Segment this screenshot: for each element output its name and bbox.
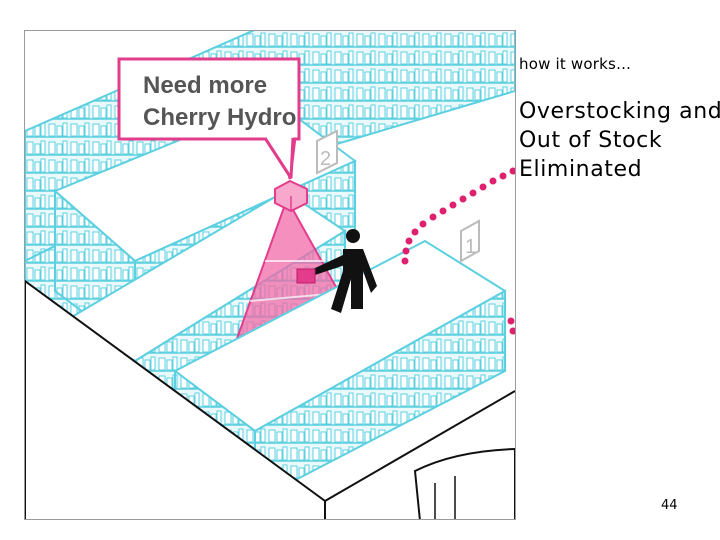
page-number: 44 (661, 498, 678, 513)
headline: Overstocking and Out of Stock Eliminated (519, 97, 720, 184)
aisle-sign-1-label: 1 (465, 236, 476, 258)
shopper-figure (296, 229, 377, 313)
aisle-sign-2-label: 2 (320, 148, 331, 170)
dotted-path (401, 167, 515, 335)
store-aisle-graphic: 2 1 (25, 31, 515, 519)
callout-line-2: Cherry Hydro (143, 104, 296, 131)
headline-line-2: Out of Stock (519, 128, 663, 153)
headline-line-1: Overstocking and (519, 99, 720, 124)
aisle-sign-1: 1 (460, 219, 480, 263)
camera-icon (274, 179, 308, 213)
callout-line-1: Need more (143, 72, 267, 99)
callout-bubble: Need more Cherry Hydro (117, 57, 301, 180)
aisle-sign-2: 2 (316, 129, 338, 175)
headline-line-3: Eliminated (519, 157, 643, 182)
store-illustration: 2 1 (24, 30, 516, 520)
intro-text: how it works… (519, 55, 632, 73)
store-floor (25, 279, 515, 519)
